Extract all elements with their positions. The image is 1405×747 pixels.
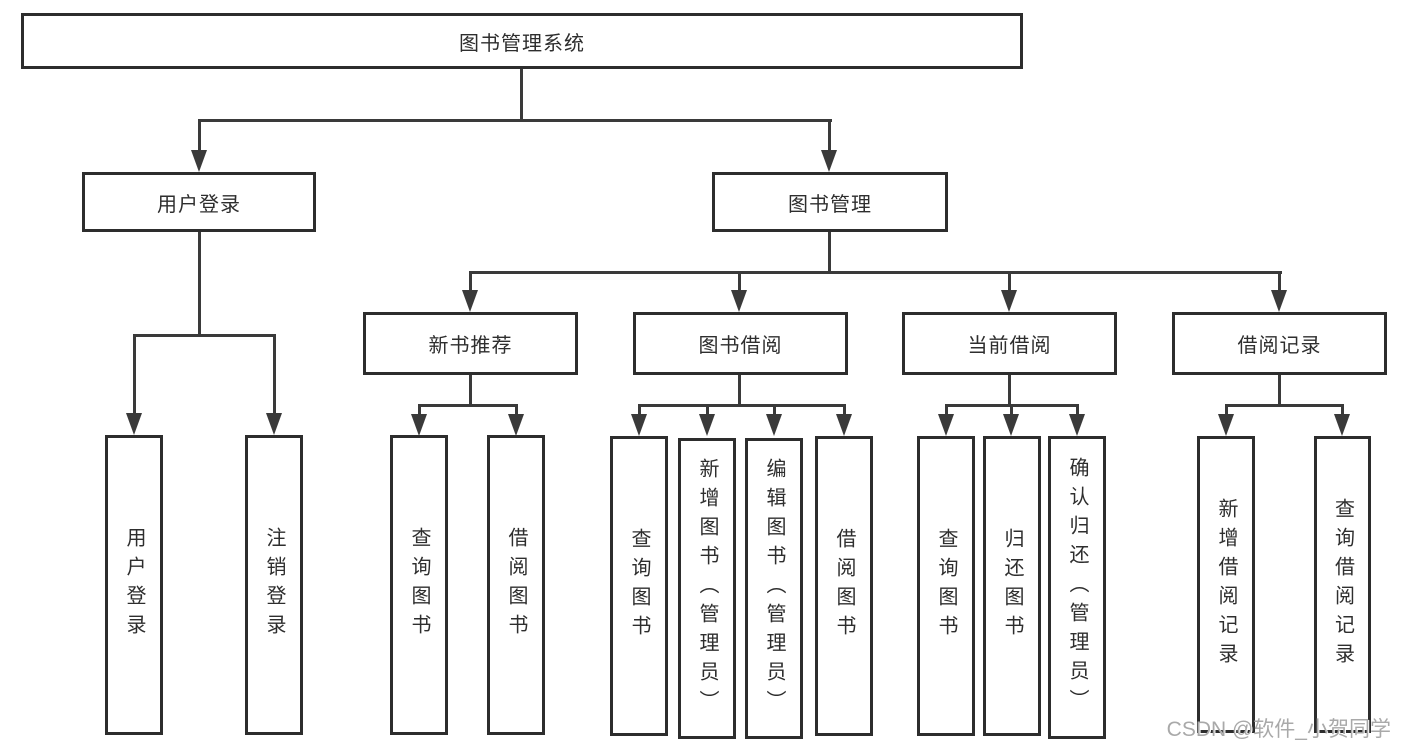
connector-newbook-stem [469,375,472,407]
node-book-management-label: 图书管理 [788,193,872,216]
node-borrowing-records: 借阅记录 [1172,312,1387,375]
leaf-return-book-label: 归还图书 [1001,528,1023,644]
connector-drop-nb-borrow [515,404,518,417]
leaf-edit-book-admin: 编辑图书（管理员） [745,438,803,739]
leaf-search-books-current: 查询图书 [917,436,975,736]
leaf-search-books-recommend: 查询图书 [390,435,448,735]
node-current-borrowing: 当前借阅 [902,312,1117,375]
connector-drop-bb-add [706,404,709,417]
leaf-user-login-label: 用户登录 [123,527,145,643]
node-new-book-recommendation-label: 新书推荐 [428,335,513,357]
connector-userlogin-bar [133,334,276,337]
connector-drop-leaf-login [133,334,136,416]
connector-drop-bb-search [638,404,641,417]
node-book-borrowing-label: 图书借阅 [698,335,783,357]
leaf-search-books-recommend-label: 查询图书 [408,527,430,643]
arrowhead-br-search [1334,414,1350,436]
connector-records-stem [1278,375,1281,407]
connector-drop-cb-confirm [1076,404,1079,417]
connector-current-stem [1008,375,1011,407]
leaf-add-borrow-record: 新增借阅记录 [1197,436,1255,733]
leaf-edit-book-admin-label: 编辑图书（管理员） [763,458,785,719]
csdn-watermark: CSDN @软件_小贺同学 [1166,718,1391,741]
leaf-add-borrow-record-label: 新增借阅记录 [1215,497,1237,672]
arrowhead-br-add [1218,414,1234,436]
leaf-search-borrow-record: 查询借阅记录 [1314,436,1371,733]
leaf-borrow-books-borrowing-label: 借阅图书 [833,528,855,644]
leaf-return-book: 归还图书 [983,436,1041,736]
connector-drop-br-search [1341,404,1344,417]
connector-bookmgmt-bar [469,271,1282,274]
connector-drop-bb-borrow [843,404,846,417]
arrowhead-bb-add [699,414,715,436]
arrowhead-borrow-records [1271,290,1287,312]
connector-drop-cb-search [945,404,948,417]
connector-root-bar [198,119,832,122]
leaf-confirm-return-admin-label: 确认归还（管理员） [1066,457,1088,718]
arrowhead-bb-borrow [836,414,852,436]
leaf-borrow-books-recommend: 借阅图书 [487,435,545,735]
arrowhead-bb-search [631,414,647,436]
arrowhead-leaf-logout [266,413,282,435]
arrowhead-book-management [821,150,837,172]
node-current-borrowing-label: 当前借阅 [967,335,1052,357]
connector-drop-user-login [198,119,201,152]
leaf-search-books-borrowing: 查询图书 [610,436,668,736]
arrowhead-bb-edit [766,414,782,436]
arrowhead-new-book [462,290,478,312]
connector-drop-book-management [828,119,831,152]
leaf-logout: 注销登录 [245,435,303,735]
connector-drop-new-book [469,271,472,293]
leaf-add-book-admin-label: 新增图书（管理员） [696,458,718,719]
arrowhead-user-login [191,150,207,172]
node-user-login: 用户登录 [82,172,316,232]
arrowhead-cb-search [938,414,954,436]
arrowhead-leaf-login [126,413,142,435]
leaf-search-books-borrowing-label: 查询图书 [628,528,650,644]
leaf-add-book-admin: 新增图书（管理员） [678,438,736,739]
connector-newbook-bar [418,404,518,407]
node-user-login-label: 用户登录 [157,193,241,216]
connector-drop-nb-search [418,404,421,417]
node-book-borrowing: 图书借阅 [633,312,848,375]
leaf-user-login: 用户登录 [105,435,163,735]
connector-borrow-stem [738,375,741,407]
leaf-borrow-books-borrowing: 借阅图书 [815,436,873,736]
connector-userlogin-stem [198,232,201,337]
connector-records-bar [1225,404,1344,407]
arrowhead-nb-borrow [508,414,524,436]
leaf-search-books-current-label: 查询图书 [935,528,957,644]
node-book-management: 图书管理 [712,172,948,232]
leaf-confirm-return-admin: 确认归还（管理员） [1048,436,1106,739]
connector-bookmgmt-stem [828,232,831,274]
connector-drop-leaf-logout [273,334,276,416]
connector-root-stem [520,69,523,121]
arrowhead-cb-confirm [1069,414,1085,436]
leaf-search-borrow-record-label: 查询借阅记录 [1331,497,1354,672]
node-borrowing-records-label: 借阅记录 [1237,335,1322,357]
node-library-system: 图书管理系统 [21,13,1023,69]
connector-drop-borrow-records [1278,271,1281,293]
connector-borrow-bar [638,404,846,407]
arrowhead-book-borrow [731,290,747,312]
leaf-borrow-books-recommend-label: 借阅图书 [505,527,527,643]
arrowhead-nb-search [411,414,427,436]
connector-drop-cb-return [1010,404,1013,417]
node-library-system-label: 图书管理系统 [459,32,585,55]
connector-drop-br-add [1225,404,1228,417]
connector-drop-bb-edit [773,404,776,417]
connector-drop-book-borrow [738,271,741,293]
leaf-logout-label: 注销登录 [263,527,285,643]
connector-drop-current-borrow [1008,271,1011,293]
arrowhead-current-borrow [1001,290,1017,312]
arrowhead-cb-return [1003,414,1019,436]
node-new-book-recommendation: 新书推荐 [363,312,578,375]
